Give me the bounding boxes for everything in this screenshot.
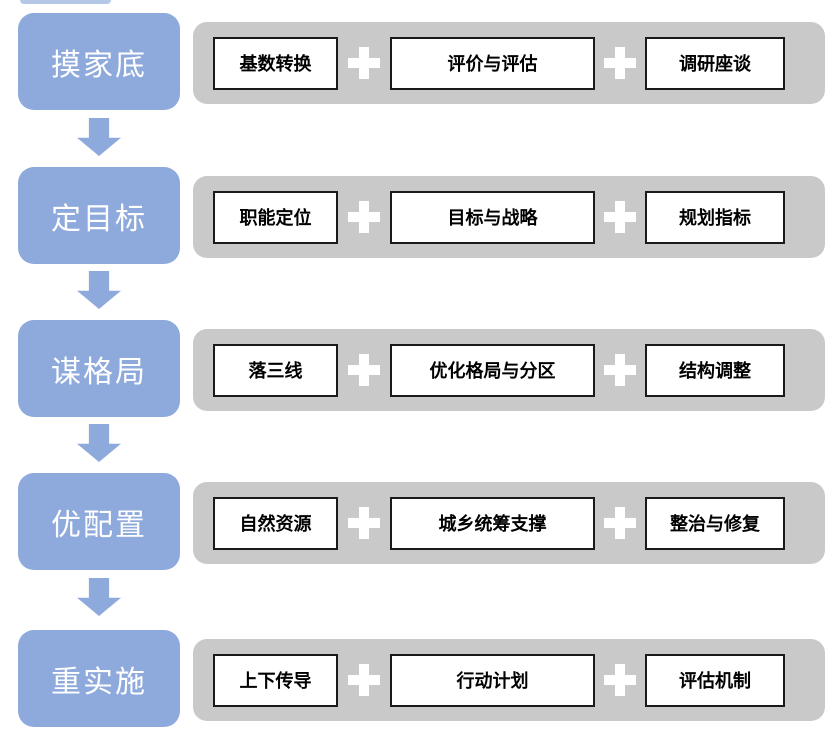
flow-row: 谋格局落三线优化格局与分区结构调整: [0, 320, 837, 417]
item-box: 基数转换: [213, 36, 338, 90]
item-box: 优化格局与分区: [390, 343, 595, 397]
plus-separator: [595, 354, 645, 386]
flow-row: 重实施上下传导行动计划评估机制: [0, 630, 837, 727]
item-box: 职能定位: [213, 190, 338, 244]
item-box: 整治与修复: [645, 496, 785, 550]
item-box: 落三线: [213, 343, 338, 397]
plus-icon: [348, 47, 380, 79]
down-arrow-icon: [77, 578, 121, 616]
stage-label-box: 定目标: [18, 167, 180, 264]
item-box: 城乡统筹支撑: [390, 496, 595, 550]
down-arrow-icon: [77, 118, 121, 156]
plus-icon: [348, 664, 380, 696]
item-box: 行动计划: [390, 653, 595, 707]
items-bar: 上下传导行动计划评估机制: [193, 639, 825, 721]
items-bar: 职能定位目标与战略规划指标: [193, 176, 825, 258]
flow-row: 摸家底基数转换评价与评估调研座谈: [0, 13, 837, 110]
flow-row: 定目标职能定位目标与战略规划指标: [0, 167, 837, 264]
item-box: 结构调整: [645, 343, 785, 397]
item-box: 上下传导: [213, 653, 338, 707]
plus-separator: [338, 507, 390, 539]
plus-separator: [595, 507, 645, 539]
plus-icon: [348, 354, 380, 386]
item-box: 调研座谈: [645, 36, 785, 90]
plus-icon: [348, 201, 380, 233]
plus-icon: [348, 507, 380, 539]
plus-separator: [338, 354, 390, 386]
cropped-shape-top-sliver: [20, 0, 111, 4]
item-box: 自然资源: [213, 496, 338, 550]
plus-icon: [604, 354, 636, 386]
plus-icon: [604, 507, 636, 539]
plus-icon: [604, 47, 636, 79]
down-arrow-icon: [77, 271, 121, 309]
plus-separator: [338, 47, 390, 79]
plus-separator: [595, 201, 645, 233]
plus-icon: [604, 664, 636, 696]
stage-label-box: 谋格局: [18, 320, 180, 417]
items-bar: 基数转换评价与评估调研座谈: [193, 22, 825, 104]
item-box: 评价与评估: [390, 36, 595, 90]
item-box: 评估机制: [645, 653, 785, 707]
plus-icon: [604, 201, 636, 233]
items-bar: 自然资源城乡统筹支撑整治与修复: [193, 482, 825, 564]
flow-row: 优配置自然资源城乡统筹支撑整治与修复: [0, 473, 837, 570]
item-box: 目标与战略: [390, 190, 595, 244]
stage-label-box: 优配置: [18, 473, 180, 570]
plus-separator: [338, 664, 390, 696]
plus-separator: [595, 47, 645, 79]
plus-separator: [338, 201, 390, 233]
down-arrow-icon: [77, 424, 121, 462]
item-box: 规划指标: [645, 190, 785, 244]
stage-label-box: 重实施: [18, 630, 180, 727]
stage-label-box: 摸家底: [18, 13, 180, 110]
plus-separator: [595, 664, 645, 696]
items-bar: 落三线优化格局与分区结构调整: [193, 329, 825, 411]
